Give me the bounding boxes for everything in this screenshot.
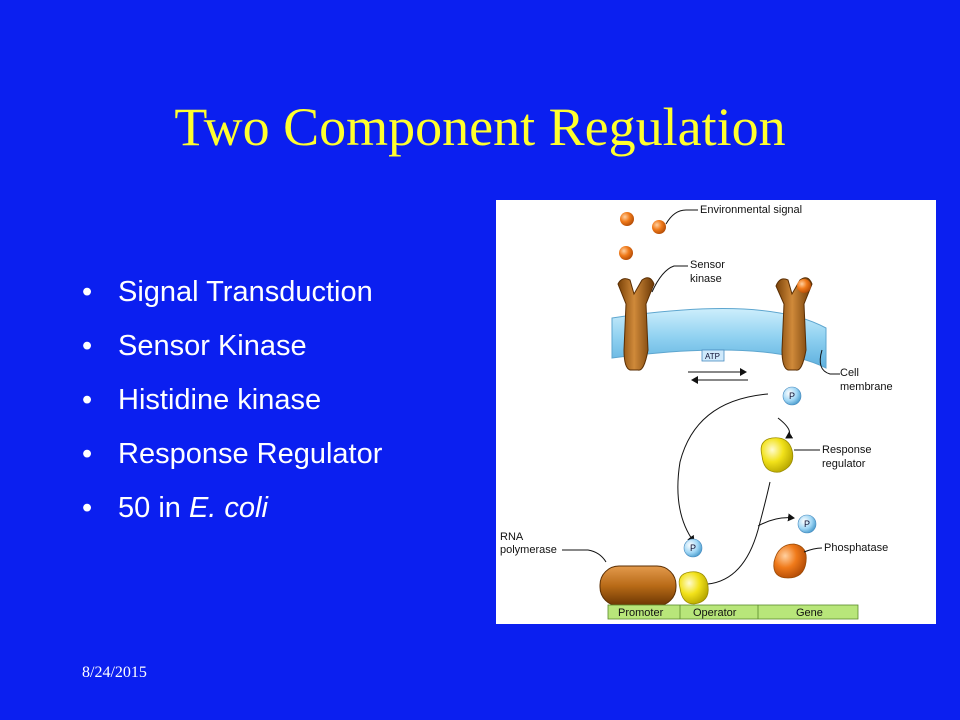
bullet-dot: • [82,438,93,470]
label-cell: Cell [840,367,859,379]
bullet-text: Response Regulator [118,438,383,470]
label-kinase: kinase [690,273,722,285]
gene-segment-gene: Gene [796,607,823,619]
gene-segment-operator: Operator [693,607,737,619]
slide-date: 8/24/2015 [82,664,147,681]
label-phosphate: P [789,391,795,401]
bullet-text: Signal Transduction [118,276,373,308]
gene-segment-promoter: Promoter [618,607,664,619]
bullet-item: • 50 in E. coli [82,486,382,540]
rna-polymerase [599,565,677,607]
response-regulator [760,437,794,473]
bullet-dot: • [82,276,93,308]
leader-line [562,549,607,563]
bullet-text: 50 in [118,492,189,524]
atp-box [701,349,725,362]
bound-signal-molecule [797,279,811,293]
label-phosphate: P [690,543,696,553]
bullet-text-italic: E. coli [188,492,268,524]
slide-title: Two Component Regulation [174,97,786,157]
phosphate [782,386,802,406]
bullet-dot: • [82,384,93,416]
bullet-dot: • [82,492,93,524]
bullet-item: • Histidine kinase [82,378,382,432]
cell-membrane [611,308,827,369]
bullet-item: • Response Regulator [82,432,382,486]
cycle-arrow [707,481,771,585]
cycle-arrow [757,513,795,527]
signal-molecule [619,246,633,260]
label-atp: ATP [705,352,720,361]
leader-line [819,349,840,375]
bound-response-regulator [678,571,709,605]
label-rna: RNA [500,531,524,543]
bullet-dot: • [82,330,93,362]
label-membrane: membrane [840,381,893,393]
signal-molecule [652,220,666,234]
label-environmental-signal: Environmental signal [700,204,802,216]
label-polymerase: polymerase [500,544,557,556]
bullet-list: • Signal Transduction • Sensor Kinase • His… [82,270,382,540]
label-phosphatase: Phosphatase [824,542,888,554]
sensor-kinase-left [617,277,655,371]
cycle-arrow [777,417,794,439]
cycle-arrow [677,393,769,543]
sensor-kinase-right [775,277,813,371]
bullet-item: • Sensor Kinase [82,324,382,378]
label-phosphate: P [804,519,810,529]
phosphatase [773,543,807,579]
leader-line [803,547,823,553]
bullet-item: • Signal Transduction [82,270,382,324]
leader-line [665,209,698,225]
label-sensor: Sensor [690,259,725,271]
label-regulator: regulator [822,458,866,470]
signal-molecule [620,212,634,226]
bullet-text: Histidine kinase [118,384,322,416]
label-response: Response [822,444,872,456]
phosphate [797,514,817,534]
diagram-svg: Environmental signal Sensor kinase ATP P… [500,204,893,620]
phosphate [683,538,703,558]
gene-bar: Promoter Operator Gene [607,604,859,620]
bullet-text: Sensor Kinase [118,330,307,362]
two-component-diagram: Environmental signal Sensor kinase ATP P… [496,200,936,624]
leader-line [651,265,688,293]
